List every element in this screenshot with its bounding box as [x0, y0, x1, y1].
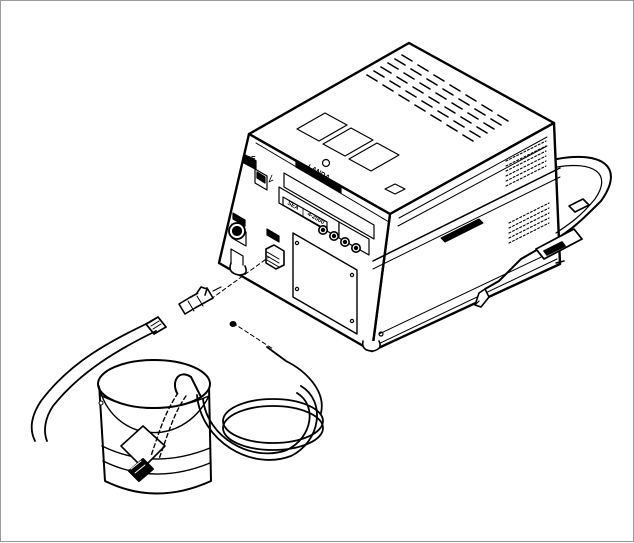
quick-coupler [178, 286, 222, 315]
model-series-label: SEA [286, 201, 300, 213]
front-panel-details: CE LANDA SEA 4-2000 [228, 153, 384, 352]
supply-hose [30, 316, 167, 442]
access-panel [292, 232, 358, 335]
coiled-hose [196, 346, 324, 461]
indicator-lights [317, 225, 361, 254]
top-display-slots [296, 112, 406, 195]
connection-guide [178, 256, 274, 350]
svg-text:CE: CE [246, 156, 256, 163]
pressure-washer-unit: LANDA CE LANDA SEA 4-2000 [217, 41, 612, 353]
water-bucket [97, 359, 212, 495]
power-cord [474, 155, 612, 308]
side-vent-grille [505, 140, 550, 244]
top-vent-slots [366, 54, 509, 142]
washer-oring [229, 321, 237, 327]
